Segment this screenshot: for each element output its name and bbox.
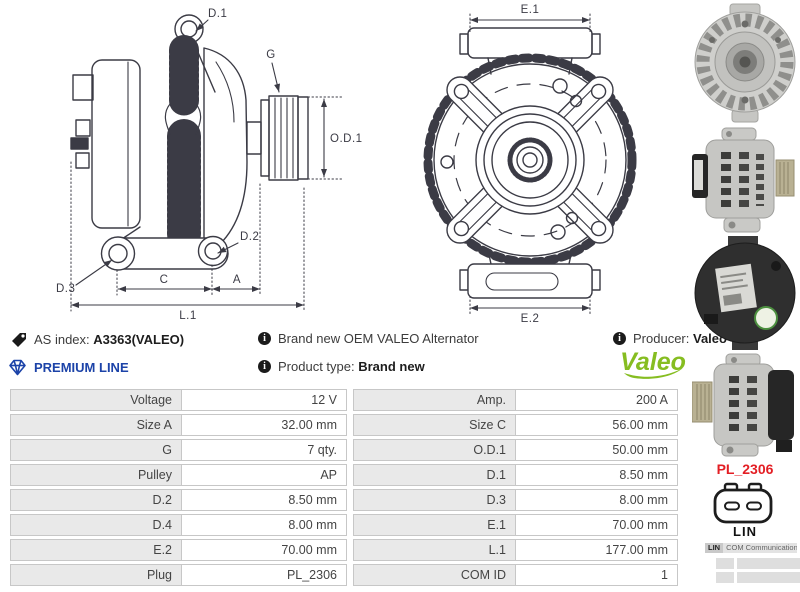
spec-value: 177.00 mm (515, 539, 678, 561)
com-value: COM Communication (723, 543, 797, 553)
info-icon: i (258, 332, 271, 345)
alternator-front-view-drawing: E.1 E.2 (423, 4, 637, 324)
placeholder-bar-row (716, 558, 800, 569)
as-index-text: AS index: A3363(VALEO) (34, 332, 185, 347)
spec-value: 8.50 mm (515, 464, 678, 486)
spec-value: 8.00 mm (515, 489, 678, 511)
dim-label-e1: E.1 (521, 4, 540, 16)
com-communication-row: LIN COM Communication (705, 543, 797, 553)
spec-label: Pulley (10, 464, 181, 486)
spec-label: Plug (10, 564, 181, 586)
spec-label: L.1 (353, 539, 515, 561)
dim-label-d3: D.3 (56, 283, 75, 295)
spec-value: AP (181, 464, 347, 486)
as-index-row: AS index: A3363(VALEO) (10, 331, 184, 348)
spec-value: 12 V (181, 389, 347, 411)
spec-label: G (10, 439, 181, 461)
specs-table: Voltage 12 V Amp. 200 A Size A 32.00 mm … (10, 389, 678, 586)
dim-label-od1: O.D.1 (330, 133, 363, 145)
placeholder-bar (716, 558, 734, 569)
spec-value: PL_2306 (181, 564, 347, 586)
product-photo-side-right[interactable] (692, 124, 798, 236)
spec-value: 70.00 mm (181, 539, 347, 561)
placeholder-bar (737, 558, 800, 569)
product-photo-side-left[interactable] (692, 352, 798, 458)
premium-line-label: PREMIUM LINE (34, 360, 129, 375)
spec-label: D.4 (10, 514, 181, 536)
info-icon: i (258, 360, 271, 373)
info-icon: i (613, 332, 626, 345)
spec-label: Amp. (353, 389, 515, 411)
dim-label-d2: D.2 (240, 231, 259, 243)
product-photo-front[interactable] (692, 2, 798, 124)
spec-label: O.D.1 (353, 439, 515, 461)
diamond-icon (9, 359, 26, 376)
spec-value: 1 (515, 564, 678, 586)
tag-icon (12, 333, 26, 347)
spec-value: 8.00 mm (181, 514, 347, 536)
plug-code-label: PL_2306 (716, 461, 774, 477)
connector-type-label: LIN (733, 524, 757, 539)
dim-label-c: C (160, 274, 169, 286)
spec-label: Voltage (10, 389, 181, 411)
spec-value: 70.00 mm (515, 514, 678, 536)
product-type-text: Product type: Brand new (278, 359, 425, 374)
spec-value: 56.00 mm (515, 414, 678, 436)
spec-value: 7 qty. (181, 439, 347, 461)
spec-label: COM ID (353, 564, 515, 586)
dim-label-d1: D.1 (208, 8, 227, 20)
com-key: LIN (705, 543, 724, 553)
alternator-side-view-drawing: D.1 G O.D.1 D.2 D.3 C A L.1 (56, 8, 363, 322)
spec-label: Size A (10, 414, 181, 436)
valeo-logo: Valeo (620, 348, 686, 379)
spec-label: D.1 (353, 464, 515, 486)
placeholder-bar-row (716, 572, 800, 583)
spec-value: 50.00 mm (515, 439, 678, 461)
placeholder-bar (737, 572, 800, 583)
description-text: Brand new OEM VALEO Alternator (278, 331, 479, 346)
description-row: i Brand new OEM VALEO Alternator (258, 331, 479, 346)
lin-connector-icon (713, 482, 773, 524)
spec-label: Size C (353, 414, 515, 436)
product-photo-rear[interactable] (692, 236, 798, 350)
placeholder-bar (716, 572, 734, 583)
spec-label: E.1 (353, 514, 515, 536)
product-type-row: i Product type: Brand new (258, 359, 425, 374)
spec-label: E.2 (10, 539, 181, 561)
spec-value: 32.00 mm (181, 414, 347, 436)
spec-label: D.3 (353, 489, 515, 511)
spec-value: 8.50 mm (181, 489, 347, 511)
dim-label-g: G (266, 49, 275, 61)
spec-value: 200 A (515, 389, 678, 411)
dim-label-e2: E.2 (521, 313, 540, 324)
dim-label-l1: L.1 (179, 310, 197, 322)
svg-text:Valeo: Valeo (620, 348, 686, 376)
dim-label-a: A (233, 274, 241, 286)
spec-label: D.2 (10, 489, 181, 511)
premium-line-row: PREMIUM LINE (8, 359, 129, 376)
